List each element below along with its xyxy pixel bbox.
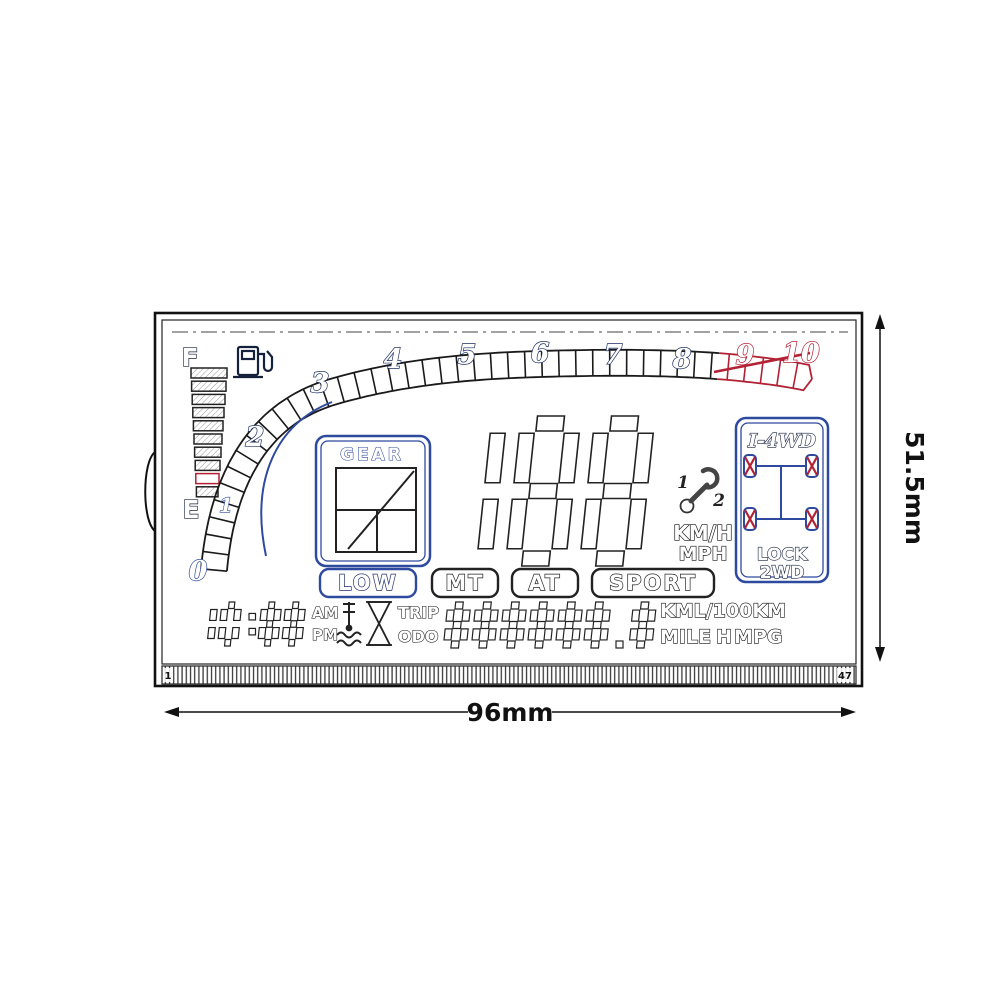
panel-inner-border [161, 319, 857, 665]
bottom-info-row: AM PM TRIP ODO KML/100KM MILE H MPG [206, 599, 787, 649]
gear-box-inner [320, 440, 426, 562]
pin-number-first: 1 [165, 671, 172, 682]
speed-unit-kmh: KM/H [673, 521, 732, 545]
fuel-pump-icon [233, 345, 274, 379]
tach-num-0: 0 [189, 556, 208, 587]
trip-label: TRIP [398, 603, 439, 622]
arrowhead-up [875, 314, 885, 329]
pin-number-last: 47 [838, 671, 852, 682]
width-dimension-label: 96mm [467, 698, 554, 727]
hours-label: H [716, 626, 732, 648]
clock-am-label: AM [312, 604, 339, 622]
gear-label: GEAR [340, 445, 404, 465]
odometer-seven-segment-display [443, 601, 657, 649]
odo-label: ODO [398, 627, 438, 646]
coolant-temp-icon [336, 602, 362, 647]
wheel-x-marks [744, 456, 818, 529]
tachometer-arc: 2 3 4 5 6 7 8 9 10 0 1 [188, 337, 821, 587]
mode-box-mt [430, 567, 500, 599]
pin-last-bg [837, 668, 853, 682]
gear-segment-figure [335, 467, 417, 553]
fuel-full-label: F [181, 343, 198, 372]
mode-low-label: LOW [338, 571, 398, 595]
redline-mark [713, 351, 811, 374]
drive-2wd-label: 2WD [760, 563, 805, 583]
clock-seven-segment-display [206, 601, 306, 647]
tach-num-1: 1 [219, 493, 233, 517]
tach-num-10: 10 [782, 338, 820, 369]
tachometer-inner-blue-arc [260, 401, 333, 557]
speed-seven-segment-display [477, 415, 655, 567]
service-indicator: 1 2 [677, 467, 725, 514]
drivetrain-icon [743, 454, 819, 531]
tach-num-9: 9 [736, 340, 755, 371]
tach-num-2: 2 [245, 422, 265, 453]
mode-box-low [318, 567, 418, 599]
mile-label: MILE [660, 626, 711, 648]
mode-sport-label: SPORT [609, 571, 697, 595]
mpg-label: MPG [734, 626, 782, 648]
service-1-label: 1 [677, 473, 689, 493]
dimension-height: 51.5mm [875, 314, 929, 662]
tach-num-4: 4 [384, 344, 403, 375]
tach-num-3: 3 [311, 368, 330, 399]
hourglass-icon [366, 601, 392, 646]
tach-num-8: 8 [672, 344, 692, 375]
tach-num-7: 7 [604, 340, 623, 371]
drive-title: I-4WD [747, 430, 816, 452]
fuel-gauge: F E [181, 342, 274, 525]
fuel-empty-label: E [182, 495, 199, 524]
kml-label: KML/100KM [660, 600, 786, 622]
mode-at-label: AT [529, 571, 562, 595]
service-2-label: 2 [712, 491, 725, 511]
arrowhead-left [164, 707, 179, 717]
drive-lock-label: LOCK [757, 545, 808, 565]
connector-pins: 1 47 [161, 665, 857, 685]
clock-pm-label: PM [312, 626, 338, 644]
tachometer-numbers: 2 3 4 5 6 7 8 9 10 0 1 [188, 337, 821, 587]
mode-box-sport [590, 567, 716, 599]
tachometer-segments [200, 348, 813, 572]
drive-box-inner [740, 422, 824, 578]
dimension-width: 96mm [164, 698, 856, 727]
arrowhead-right [841, 707, 856, 717]
arrowhead-down [875, 647, 885, 662]
tach-num-6: 6 [531, 338, 550, 369]
service-circle-icon [679, 498, 695, 514]
panel-left-tab [144, 451, 156, 532]
tach-num-5: 5 [458, 340, 477, 371]
drive-mode-box: I-4WD LOCK 2WD [734, 416, 830, 584]
height-dimension-label: 51.5mm [900, 431, 929, 545]
mode-mt-label: MT [445, 571, 484, 595]
gear-indicator: GEAR [314, 434, 432, 568]
mode-row: LOW MT AT SPORT [318, 567, 716, 599]
wrench-icon [688, 467, 720, 504]
pin-first-bg [163, 668, 173, 682]
fuel-bars [190, 367, 228, 498]
speed-unit-mph: MPH [679, 543, 728, 565]
mode-box-at [510, 567, 580, 599]
